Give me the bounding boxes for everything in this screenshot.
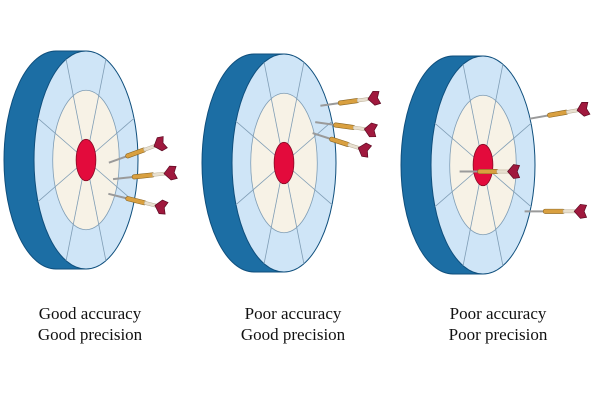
dart-flight xyxy=(367,90,382,106)
dartboard-poor-accuracy-poor-precision xyxy=(400,55,591,275)
dart-flight xyxy=(153,136,168,152)
board-divider xyxy=(287,181,305,264)
dart xyxy=(320,90,382,107)
board-divider xyxy=(491,172,532,208)
dart xyxy=(524,203,588,219)
dart-flight xyxy=(576,101,591,117)
dart xyxy=(459,164,521,179)
dart-flight xyxy=(573,203,588,219)
bullseye xyxy=(75,138,97,182)
dart-flight xyxy=(357,142,373,158)
dart-barrel xyxy=(547,109,569,118)
board-divider xyxy=(292,120,333,156)
dart xyxy=(108,192,169,215)
board-divider xyxy=(235,170,276,206)
board-divider xyxy=(263,181,281,264)
board-divider xyxy=(292,170,333,206)
caption-panel-2: Poor accuracy Good precision xyxy=(203,303,383,345)
dart-flight xyxy=(163,165,178,181)
dart xyxy=(529,101,591,120)
bullseye xyxy=(273,141,295,185)
dart xyxy=(315,121,378,138)
accuracy-label: Poor accuracy xyxy=(449,304,547,323)
board-divider xyxy=(434,172,475,208)
board-divider xyxy=(491,122,532,158)
board-divider xyxy=(434,122,475,158)
precision-label: Good precision xyxy=(37,325,143,344)
dart-barrel xyxy=(333,122,356,130)
dartboard-poor-accuracy-good-precision xyxy=(201,53,382,273)
caption-panel-1: Good accuracy Good precision xyxy=(0,303,180,345)
precision-label: Good precision xyxy=(240,325,346,344)
board-divider xyxy=(263,62,281,145)
board-divider xyxy=(486,64,504,147)
accuracy-label: Poor accuracy xyxy=(244,304,342,323)
board-divider xyxy=(486,183,504,266)
board-divider xyxy=(94,117,135,153)
board-divider xyxy=(94,167,135,203)
dart xyxy=(112,165,178,181)
dartboard-good-accuracy-good-precision xyxy=(3,50,178,270)
bullseye xyxy=(472,143,494,187)
dart-barrel xyxy=(542,208,566,214)
board-divider xyxy=(287,62,305,145)
dart-barrel xyxy=(337,98,360,106)
board-divider xyxy=(235,120,276,156)
board-divider xyxy=(37,117,78,153)
dart-flight xyxy=(363,122,378,138)
board-divider xyxy=(462,183,480,266)
board-divider xyxy=(89,59,107,142)
dart xyxy=(312,132,373,158)
board-divider xyxy=(89,178,107,261)
board-divider xyxy=(462,64,480,147)
dart-flight xyxy=(507,164,521,179)
precision-label: Poor precision xyxy=(448,325,548,344)
board-divider xyxy=(65,59,83,142)
accuracy-label: Good accuracy xyxy=(38,304,142,323)
board-divider xyxy=(65,178,83,261)
caption-panel-3: Poor accuracy Poor precision xyxy=(408,303,588,345)
dart-flight xyxy=(154,199,169,215)
dart xyxy=(108,136,168,164)
board-divider xyxy=(37,167,78,203)
dart-barrel xyxy=(477,169,499,175)
